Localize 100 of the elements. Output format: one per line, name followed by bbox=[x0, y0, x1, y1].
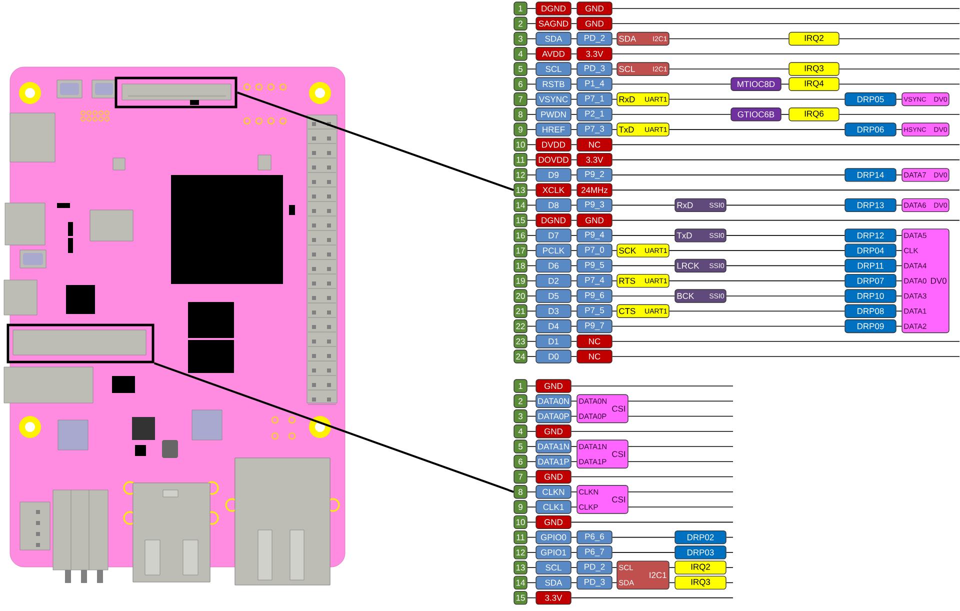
pin-number-box: 7 bbox=[514, 92, 528, 106]
pin-number-box: 19 bbox=[514, 274, 528, 288]
row-line bbox=[526, 536, 536, 538]
row-line bbox=[570, 356, 578, 357]
row-line bbox=[668, 582, 676, 584]
row-line bbox=[526, 310, 536, 312]
row-line bbox=[526, 400, 536, 402]
row-line bbox=[570, 235, 578, 236]
row-line bbox=[838, 114, 960, 115]
row-line bbox=[896, 98, 902, 100]
row-line bbox=[526, 98, 536, 100]
port-box: NC bbox=[576, 334, 612, 348]
port-box: P6_6 bbox=[576, 530, 612, 544]
row-line bbox=[526, 265, 536, 266]
port-box: P9_2 bbox=[576, 168, 612, 182]
port-box: GND bbox=[576, 2, 612, 16]
row-line bbox=[526, 280, 536, 282]
function-box: MTIOC8D bbox=[730, 77, 782, 91]
function-box: DRP13 bbox=[844, 198, 896, 212]
row-line bbox=[570, 476, 734, 478]
row-line bbox=[570, 144, 578, 146]
row-line bbox=[896, 204, 902, 206]
signal-box: D9 bbox=[536, 168, 572, 182]
function-box: IRQ3 bbox=[674, 576, 726, 590]
row-line bbox=[612, 536, 676, 538]
signal-box: DGND bbox=[536, 213, 572, 228]
port-box: P9_5 bbox=[576, 258, 612, 273]
pin-number-box: 14 bbox=[514, 576, 528, 590]
row-line bbox=[526, 416, 536, 417]
row-line bbox=[570, 552, 578, 553]
row-line bbox=[896, 326, 902, 327]
row-line bbox=[526, 129, 536, 130]
row-line bbox=[570, 536, 578, 538]
row-line bbox=[526, 340, 536, 342]
function-box: DRP07 bbox=[844, 274, 896, 288]
row-line bbox=[668, 98, 846, 100]
row-line bbox=[612, 23, 960, 24]
port-box: PD_2 bbox=[576, 560, 612, 574]
row-line bbox=[526, 8, 536, 9]
row-line bbox=[526, 582, 536, 584]
row-line bbox=[526, 114, 536, 115]
function-box: DRP12 bbox=[844, 228, 896, 242]
function-box: IRQ4 bbox=[788, 77, 840, 91]
row-line bbox=[570, 265, 578, 266]
signal-box: RSTB bbox=[536, 77, 572, 91]
function-box: GTIOC6B bbox=[730, 108, 782, 122]
row-line bbox=[726, 265, 846, 266]
row-line bbox=[570, 220, 578, 221]
pin-number-box: 23 bbox=[514, 334, 528, 348]
pin-number-box: 12 bbox=[514, 546, 528, 560]
signal-box: SDA bbox=[536, 576, 572, 590]
row-line bbox=[612, 38, 618, 40]
row-line bbox=[570, 204, 578, 206]
row-line bbox=[526, 597, 536, 598]
pin-number-box: 24 bbox=[514, 350, 528, 364]
pin-number-box: 3 bbox=[514, 409, 528, 424]
signal-box: CLK1 bbox=[536, 500, 572, 514]
row-line bbox=[526, 220, 536, 221]
row-line bbox=[612, 159, 960, 160]
row-line bbox=[526, 356, 536, 357]
signal-box: XCLK bbox=[536, 183, 572, 197]
row-line bbox=[612, 53, 960, 54]
row-line bbox=[570, 430, 734, 432]
pin-number-box: 9 bbox=[514, 122, 528, 136]
row-line bbox=[668, 567, 676, 568]
signal-box: D3 bbox=[536, 304, 572, 318]
port-box: 24MHz bbox=[576, 183, 612, 197]
row-line bbox=[896, 280, 902, 282]
row-line bbox=[526, 204, 536, 206]
row-line bbox=[668, 129, 846, 130]
function-box: DRP10 bbox=[844, 289, 896, 303]
row-line bbox=[668, 38, 790, 40]
port-box: P9_6 bbox=[576, 289, 612, 303]
signal-box: GPIO0 bbox=[536, 530, 572, 544]
row-line bbox=[526, 326, 536, 327]
signal-box: VSYNC bbox=[536, 92, 572, 106]
signal-box: PCLK bbox=[536, 244, 572, 258]
row-line bbox=[526, 567, 536, 568]
row-line bbox=[726, 582, 734, 584]
row-line bbox=[526, 250, 536, 251]
row-line bbox=[526, 446, 536, 447]
signal-box: DOVDD bbox=[536, 152, 572, 167]
port-box: PD_3 bbox=[576, 62, 612, 76]
pin-number-box: 16 bbox=[514, 228, 528, 242]
row-line bbox=[526, 476, 536, 478]
signal-box: D4 bbox=[536, 319, 572, 334]
row-line bbox=[570, 446, 578, 447]
row-line bbox=[526, 159, 536, 160]
signal-box: DVDD bbox=[536, 138, 572, 152]
port-box: P7_4 bbox=[576, 274, 612, 288]
signal-box: GND bbox=[536, 515, 572, 530]
row-line bbox=[526, 38, 536, 40]
function-box: DRP09 bbox=[844, 319, 896, 334]
pin-number-box: 4 bbox=[514, 47, 528, 61]
row-line bbox=[628, 400, 734, 402]
function-box: DRP11 bbox=[844, 258, 896, 273]
function-box: DRP02 bbox=[674, 530, 726, 544]
row-line bbox=[726, 536, 734, 538]
port-box: GND bbox=[576, 213, 612, 228]
port-box: P9_7 bbox=[576, 319, 612, 334]
